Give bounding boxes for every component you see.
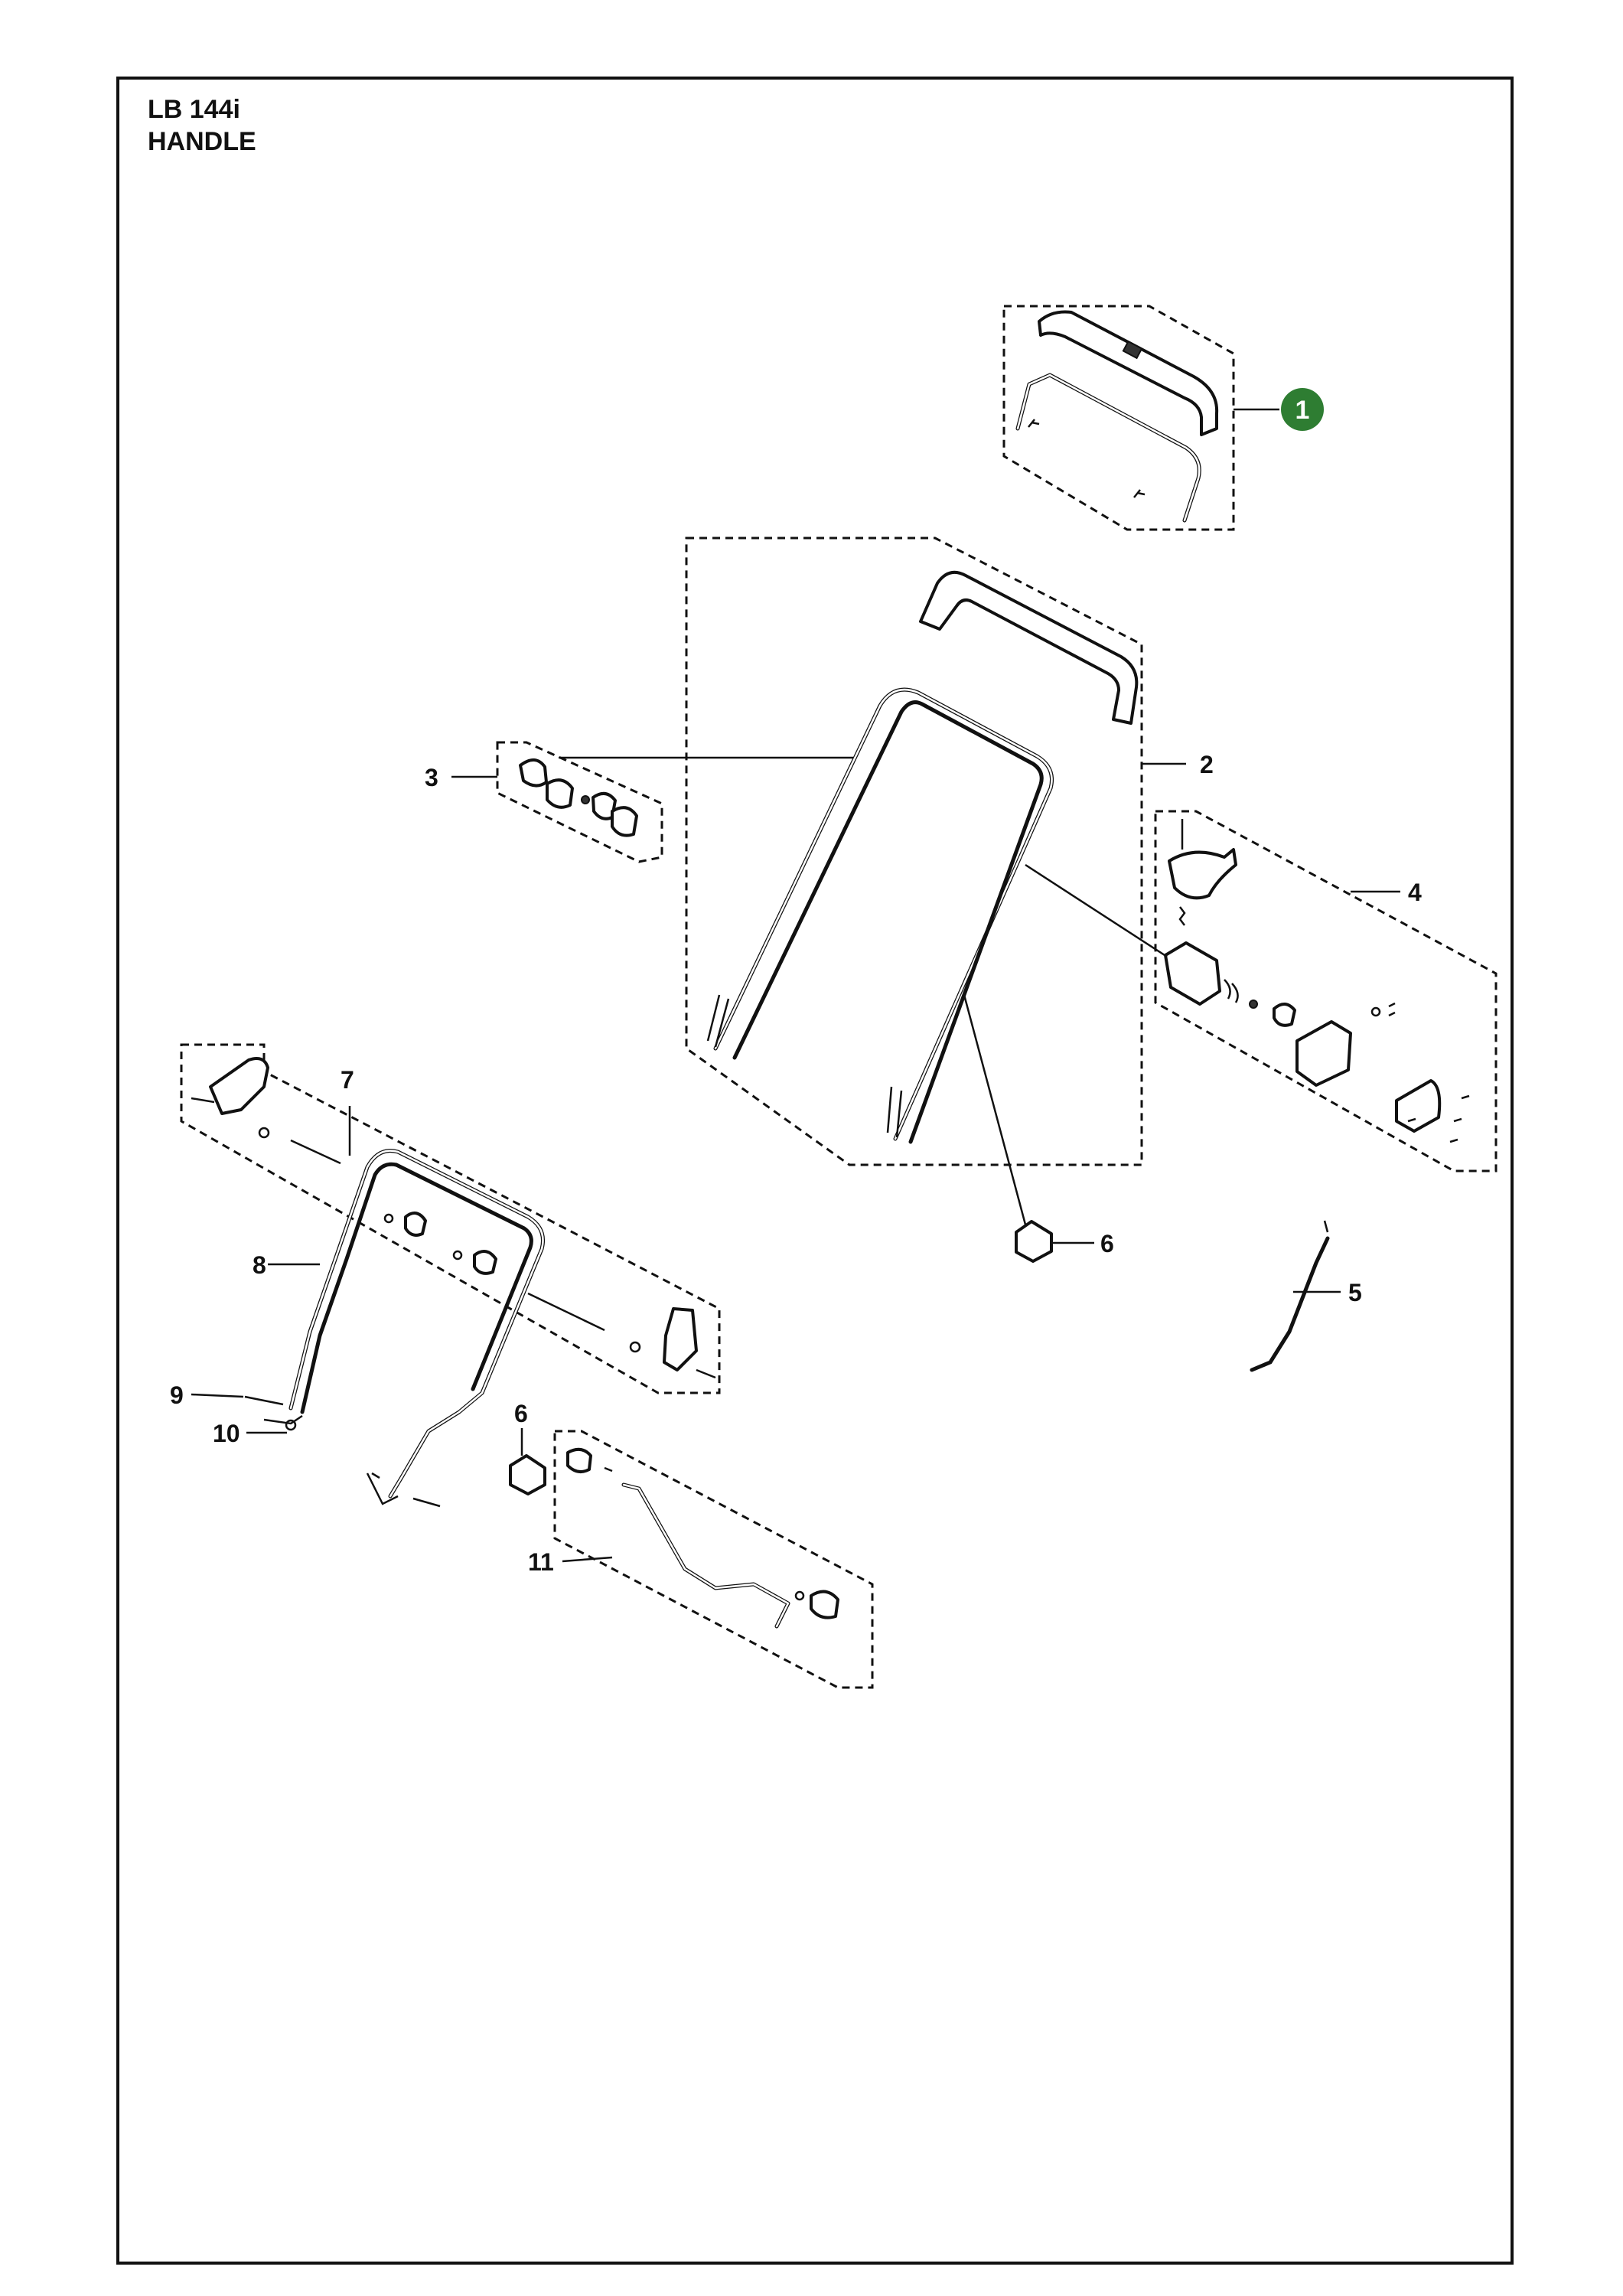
part-group-3[interactable] xyxy=(496,741,663,863)
callout-6-upper[interactable]: 6 xyxy=(1100,1230,1114,1257)
part-group-7[interactable] xyxy=(180,1043,721,1394)
callout-2[interactable]: 2 xyxy=(1200,751,1214,778)
callout-11[interactable]: 11 xyxy=(528,1548,554,1576)
diagram-title: LB 144i HANDLE xyxy=(148,93,256,158)
callout-7[interactable]: 7 xyxy=(341,1066,354,1094)
page-border xyxy=(116,77,1514,2265)
part-9-10-fasteners[interactable] xyxy=(244,1395,441,1508)
section-name: HANDLE xyxy=(148,127,256,156)
part-6-cap-lower[interactable] xyxy=(509,1454,546,1495)
part-5-cable[interactable] xyxy=(1250,1220,1330,1372)
callout-1-number: 1 xyxy=(1295,396,1310,425)
part-group-2[interactable] xyxy=(685,536,1143,1166)
part-8-lower-handle[interactable] xyxy=(263,1149,545,1505)
callout-6-lower[interactable]: 6 xyxy=(514,1400,528,1427)
part-group-11[interactable] xyxy=(553,1430,874,1689)
callout-9[interactable]: 9 xyxy=(170,1381,184,1409)
part-6-cap-upper[interactable] xyxy=(1015,1220,1053,1263)
part-group-4[interactable] xyxy=(1154,810,1498,1172)
callout-1[interactable]: 1 xyxy=(1281,388,1324,431)
callout-4[interactable]: 4 xyxy=(1408,879,1422,906)
model-name: LB 144i xyxy=(148,95,240,124)
part-group-1[interactable] xyxy=(1002,305,1235,531)
callout-10[interactable]: 10 xyxy=(213,1420,240,1447)
callout-8[interactable]: 8 xyxy=(253,1251,266,1279)
callout-3[interactable]: 3 xyxy=(425,764,438,791)
callout-5[interactable]: 5 xyxy=(1348,1279,1362,1306)
